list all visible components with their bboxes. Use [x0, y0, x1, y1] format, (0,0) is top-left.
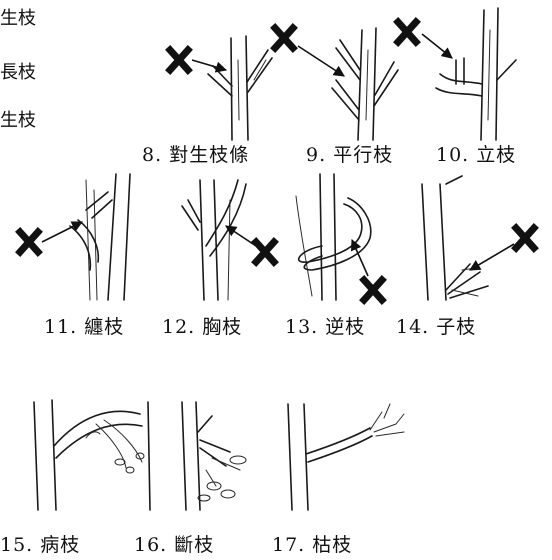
figure-17-drawing [287, 403, 405, 511]
figure-11-name: 纏枝 [84, 316, 125, 338]
cut-mark-x [165, 45, 193, 75]
figure-12-number: 12. [162, 316, 196, 338]
figure-15-drawing [33, 399, 151, 511]
figure-14-number: 14. [396, 316, 430, 338]
figure-8-caption: 8. 對生枝條 [142, 146, 249, 165]
cut-mark-x [251, 237, 279, 267]
figure-9-name: 平行枝 [333, 144, 394, 166]
figure-16-caption: 16. 斷枝 [134, 536, 214, 555]
cut-mark-x [359, 275, 387, 305]
figure-10-name: 立枝 [476, 144, 517, 166]
figure-14-name: 子枝 [436, 316, 477, 338]
figure-9-drawing [270, 23, 399, 141]
figure-11-caption: 11. 纏枝 [44, 318, 124, 337]
figure-8-number: 8. [142, 144, 163, 166]
figure-11-drawing [15, 173, 131, 301]
figure-10-drawing [393, 7, 517, 141]
figure-15-caption: 15. 病枝 [0, 536, 80, 555]
side-label-2: 長枝 [0, 62, 36, 83]
figure-17-number: 17. [272, 534, 306, 556]
figure-8-drawing [165, 35, 273, 141]
figure-15-number: 15. [0, 534, 34, 556]
figure-16-number: 16. [134, 534, 168, 556]
figure-17-name: 枯枝 [312, 534, 353, 556]
figure-13-caption: 13. 逆枝 [285, 318, 365, 337]
figure-10-caption: 10. 立枝 [436, 146, 516, 165]
figure-16-drawing [181, 401, 247, 511]
figure-15-name: 病枝 [40, 534, 81, 556]
side-label-1: 生枝 [0, 8, 36, 29]
cut-mark-x [270, 23, 298, 53]
figure-13-drawing [295, 173, 387, 305]
figure-17-caption: 17. 枯枝 [272, 536, 352, 555]
figure-16-name: 斷枝 [174, 534, 215, 556]
figure-10-number: 10. [436, 144, 470, 166]
cut-mark-x [393, 17, 421, 47]
figure-12-drawing [181, 179, 279, 301]
figure-8-name: 對生枝條 [169, 144, 250, 166]
figure-9-caption: 9. 平行枝 [306, 146, 393, 165]
figure-11-number: 11. [44, 316, 78, 338]
figure-14-caption: 14. 子枝 [396, 318, 476, 337]
figure-9-number: 9. [306, 144, 327, 166]
cut-mark-x [511, 223, 539, 253]
figure-13-number: 13. [285, 316, 319, 338]
figure-13-name: 逆枝 [325, 316, 366, 338]
side-label-3: 生枝 [0, 110, 36, 131]
figure-14-drawing [421, 175, 539, 301]
figure-12-caption: 12. 胸枝 [162, 318, 242, 337]
cut-mark-x [15, 227, 43, 257]
figure-12-name: 胸枝 [202, 316, 243, 338]
